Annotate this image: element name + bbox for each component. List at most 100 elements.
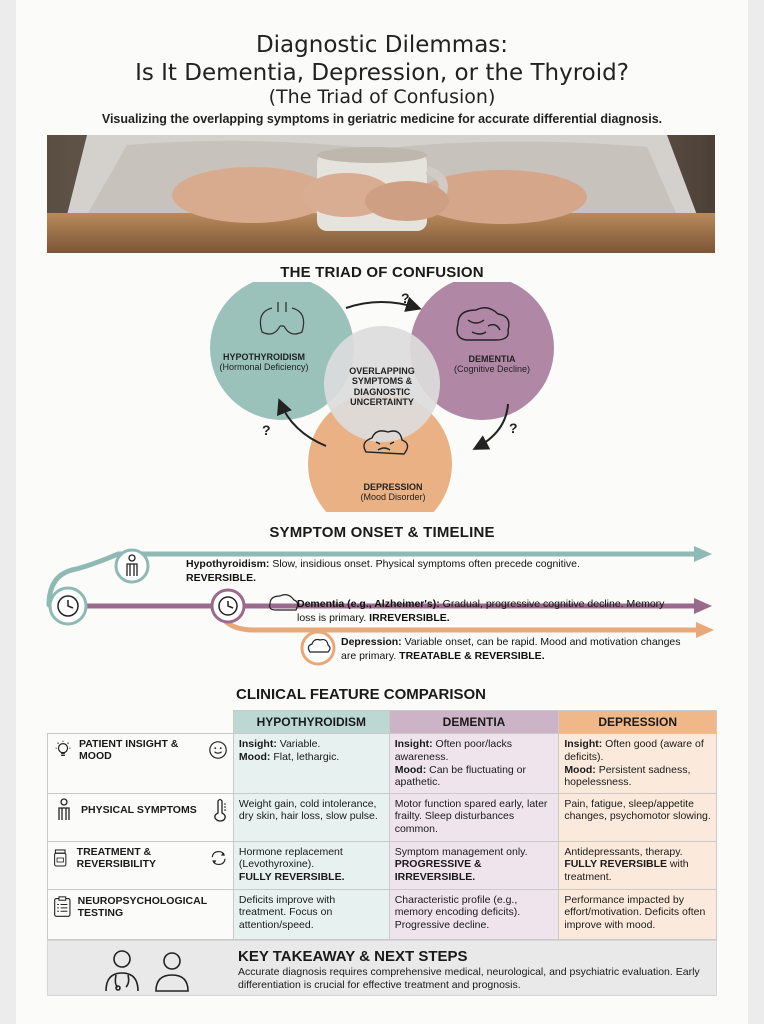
- triad-diagram: [210, 282, 554, 512]
- timeline-dementia-desc: Gradual, progressive cognitive decline. …: [297, 598, 665, 624]
- bold-insight: Insight:: [564, 738, 603, 751]
- depression-title: DEPRESSION: [363, 482, 423, 492]
- dementia-insight: Often poor/lacks awareness.: [394, 738, 512, 763]
- question-mark-top: ?: [401, 290, 410, 306]
- bold-insight: Insight:: [238, 738, 277, 751]
- timeline-diagram: [46, 546, 714, 666]
- cell-depression-physical: Pain, fatigue, sleep/appetite changes, p…: [558, 792, 717, 842]
- pill-bottle-icon: [54, 849, 67, 867]
- takeaway-text: Accurate diagnosis requires comprehensiv…: [238, 966, 700, 992]
- subtitle: Visualizing the overlapping symptoms in …: [101, 112, 663, 126]
- refresh-cycle-icon: [211, 850, 226, 865]
- table-row: TREATMENT & REVERSIBILITY Hormone replac…: [47, 840, 717, 890]
- lightbulb-icon: [55, 741, 71, 757]
- takeaway-heading: KEY TAKEAWAY & NEXT STEPS: [238, 948, 468, 965]
- row-label-treatment: TREATMENT & REVERSIBILITY: [76, 845, 157, 870]
- hypo-mood: Flat, lethargic.: [270, 750, 340, 763]
- dementia-circle: [410, 282, 554, 420]
- depression-treatment: Antidepressants, therapy.: [564, 845, 683, 858]
- row-label-physical: PHYSICAL SYMPTOMS: [81, 803, 197, 816]
- table-corner: [48, 711, 234, 734]
- depression-subtitle: (Mood Disorder): [360, 492, 426, 503]
- row-label-insight: PATIENT INSIGHT & MOOD: [79, 738, 179, 763]
- title-line-1: Diagnostic Dilemmas:: [255, 32, 509, 58]
- thyroid-icon: [259, 302, 305, 335]
- hero-photo-hands-mug: [47, 135, 715, 253]
- timeline-hypothyroidism-text: Hypothyroidism: Slow, insidious onset. P…: [186, 558, 666, 585]
- dementia-reversibility: PROGRESSIVE & IRREVERSIBLE.: [394, 858, 482, 883]
- row-label-cell: NEUROPSYCHOLOGICAL TESTING: [47, 888, 234, 940]
- depression-mood: Persistent sadness, hopelessness.: [564, 763, 691, 789]
- cell-depression-neuro: Performance impacted by effort/motivatio…: [558, 888, 717, 940]
- row-label-cell: TREATMENT & REVERSIBILITY: [47, 840, 234, 890]
- cell-dementia-treatment: Symptom management only.PROGRESSIVE & IR…: [388, 840, 560, 890]
- row-label-cell: PATIENT INSIGHT & MOOD: [47, 733, 234, 794]
- bold-insight: Insight:: [394, 738, 433, 751]
- dementia-subtitle: (Cognitive Decline): [453, 364, 531, 375]
- col-header-hypothyroidism: HYPOTHYROIDISM: [232, 709, 390, 735]
- overlap-circle: [324, 326, 440, 442]
- question-mark-left: ?: [262, 422, 271, 438]
- dementia-mood: Can be fluctuating or apathetic.: [394, 763, 527, 789]
- question-mark-right: ?: [509, 420, 518, 436]
- dementia-title: DEMENTIA: [468, 354, 516, 364]
- timeline-depression-desc: Variable onset, can be rapid. Mood and m…: [341, 636, 681, 662]
- triad-heading: THE TRIAD OF CONFUSION: [280, 264, 484, 281]
- timeline-heading: SYMPTOM ONSET & TIMELINE: [269, 524, 495, 541]
- hypo-treatment: Hormone replacement (Levothyroxine).: [238, 845, 343, 871]
- timeline-depression-label: Depression:: [341, 636, 402, 648]
- timeline-dementia-label: Dementia (e.g., Alzheimer's):: [297, 598, 440, 610]
- arrow-dementia-to-depression: [472, 403, 509, 450]
- sad-cloud-icon-small: [300, 630, 336, 666]
- sad-cloud-icon: [363, 430, 409, 455]
- clock-icon-start: [48, 586, 88, 626]
- col-header-depression: DEPRESSION: [558, 709, 717, 735]
- thermometer-icon: [214, 798, 226, 822]
- cell-dementia-insight: Insight: Often poor/lacks awareness.Mood…: [388, 733, 560, 794]
- brain-icon: [456, 307, 510, 341]
- timeline-dementia-text: Dementia (e.g., Alzheimer's): Gradual, p…: [297, 598, 677, 625]
- row-label-neuro: NEUROPSYCHOLOGICAL TESTING: [77, 894, 207, 919]
- col-header-dementia: DEMENTIA: [388, 709, 560, 735]
- timeline-hypothyroidism-strong: REVERSIBLE.: [186, 571, 257, 584]
- dementia-treatment: Symptom management only.: [394, 845, 528, 858]
- cell-hypothyroidism-treatment: Hormone replacement (Levothyroxine).FULL…: [232, 840, 390, 890]
- table-row: PATIENT INSIGHT & MOOD Insight: Variable…: [47, 733, 717, 794]
- body-icon: [58, 798, 70, 820]
- infographic-page: Diagnostic Dilemmas: Is It Dementia, Dep…: [16, 0, 748, 1024]
- doctor-patient-icon: [105, 950, 189, 992]
- arrow-hypo-to-dementia: [345, 296, 422, 312]
- table-header-row: HYPOTHYROIDISM DEMENTIA DEPRESSION: [48, 709, 717, 735]
- title-line-2: Is It Dementia, Depression, or the Thyro…: [135, 60, 629, 86]
- bold-mood: Mood:: [564, 763, 596, 776]
- depression-reversibility: FULLY REVERSIBLE: [564, 858, 668, 871]
- table-row: PHYSICAL SYMPTOMS Weight gain, cold into…: [47, 792, 717, 842]
- hypothyroidism-label: HYPOTHYROIDISM (Hormonal Deficiency): [214, 352, 314, 373]
- arrow-depression-to-hypo: [277, 398, 327, 447]
- depression-reversibility-tail: with treatment.: [564, 858, 689, 883]
- person-icon: [114, 548, 150, 584]
- clipboard-icon: [54, 896, 71, 917]
- timeline-depression-text: Depression: Variable onset, can be rapid…: [341, 636, 686, 663]
- smiley-icon: [209, 741, 227, 760]
- hypothyroidism-subtitle: (Hormonal Deficiency): [219, 362, 309, 373]
- hypo-insight: Variable.: [276, 738, 321, 751]
- bold-mood: Mood:: [394, 763, 427, 776]
- timeline-hypothyroidism-label: Hypothyroidism:: [186, 558, 270, 570]
- cell-hypothyroidism-insight: Insight: Variable. Mood: Flat, lethargic.: [232, 733, 390, 794]
- row-label-cell: PHYSICAL SYMPTOMS: [47, 792, 234, 842]
- depression-label: DEPRESSION (Mood Disorder): [343, 482, 443, 503]
- depression-insight: Often good (aware of deficits).: [564, 738, 704, 763]
- timeline-dementia-strong: IRREVERSIBLE.: [369, 611, 450, 624]
- cell-depression-treatment: Antidepressants, therapy.FULLY REVERSIBL…: [558, 840, 717, 890]
- bold-mood: Mood:: [238, 750, 271, 763]
- key-takeaway-box: KEY TAKEAWAY & NEXT STEPS Accurate diagn…: [47, 940, 717, 996]
- brain-icon-small: [269, 594, 299, 611]
- cell-depression-insight: Insight: Often good (aware of deficits).…: [558, 733, 717, 794]
- hypo-reversibility: FULLY REVERSIBLE.: [238, 870, 345, 883]
- cell-dementia-neuro: Characteristic profile (e.g., memory enc…: [388, 888, 560, 940]
- overlap-label: OVERLAPPING SYMPTOMS & DIAGNOSTIC UNCERT…: [349, 366, 415, 408]
- comparison-table: HYPOTHYROIDISM DEMENTIA DEPRESSION PATIE…: [47, 709, 717, 940]
- title-line-3: (The Triad of Confusion): [268, 86, 496, 108]
- cell-hypothyroidism-neuro: Deficits improve with treatment. Focus o…: [232, 888, 390, 940]
